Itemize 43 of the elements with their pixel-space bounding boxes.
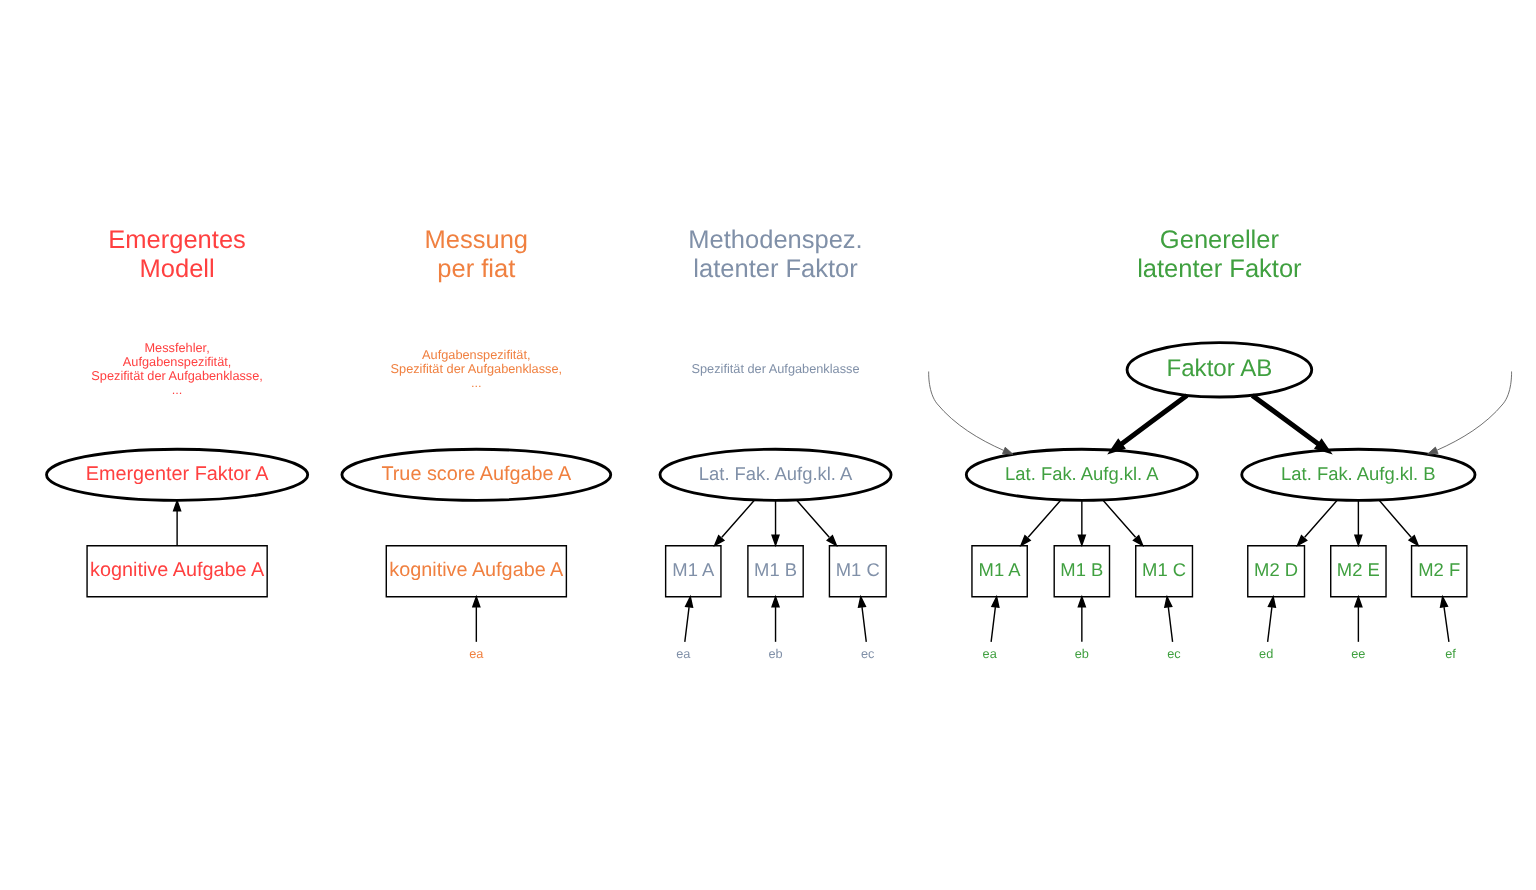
arrow [1102, 499, 1145, 548]
arrow [1427, 371, 1512, 455]
arrow [1250, 393, 1333, 455]
node-ellipse: Faktor AB [1125, 341, 1314, 399]
arrow [713, 499, 756, 548]
arrow [471, 594, 481, 643]
arrow [1296, 499, 1338, 548]
label: Genereller latenter Faktor [1137, 224, 1302, 283]
arrow [990, 594, 1000, 643]
arrow [1353, 500, 1363, 548]
arrow [771, 594, 781, 643]
label: Methodenspez. latenter Faktor [688, 224, 863, 283]
node-box: kognitive Aufgabe A [385, 544, 568, 598]
arrow [1378, 499, 1420, 548]
arrow [1266, 594, 1277, 643]
label: Emergentes Modell [108, 224, 246, 283]
node-box: M1 A [971, 544, 1028, 598]
arrow [172, 498, 182, 546]
node-box: M1 C [1135, 544, 1194, 598]
node-box: kognitive Aufgabe A [86, 544, 268, 598]
arrow [1077, 500, 1087, 548]
node-box: M1 B [1053, 544, 1111, 598]
node-box: M1 C [828, 544, 887, 598]
arrow [928, 371, 1014, 455]
arrow [1163, 594, 1174, 643]
arrow [1353, 594, 1363, 643]
arrow [857, 594, 867, 643]
node-box: M2 F [1410, 544, 1468, 598]
node-box: M2 E [1330, 544, 1387, 598]
arrow [1107, 393, 1189, 455]
node-ellipse: Lat. Fak. Aufg.kl. A [658, 447, 893, 502]
arrow [1077, 594, 1087, 643]
arrow [684, 594, 694, 643]
arrow [1439, 594, 1450, 643]
label: Messung per fiat [424, 224, 529, 283]
node-ellipse: Emergenter Faktor A [45, 447, 310, 502]
arrow [1019, 499, 1062, 548]
arrow [796, 499, 838, 548]
node-box: M1 A [664, 544, 722, 598]
node-ellipse: True score Aufgabe A [340, 447, 613, 502]
node-box: M1 B [747, 544, 804, 598]
node-box: M2 D [1247, 544, 1306, 598]
arrow [771, 500, 781, 548]
